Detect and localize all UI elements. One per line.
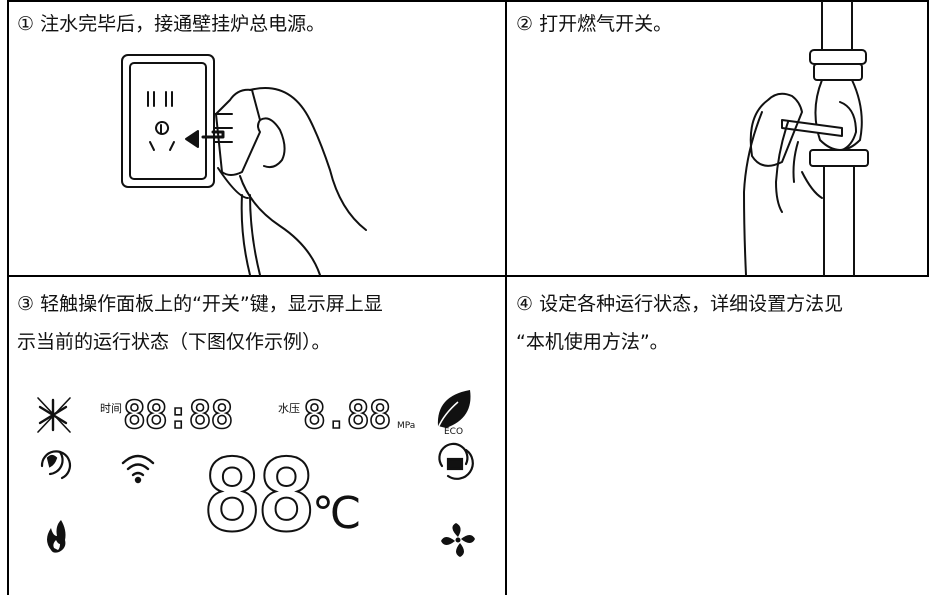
step4-caption-line2: “本机使用方法”。 — [516, 331, 669, 353]
frame-mid-vertical — [505, 0, 507, 595]
gas-valve-illustration — [743, 1, 869, 276]
time-value: 88:88 — [123, 393, 232, 437]
pressure-unit: MPa — [397, 421, 415, 431]
snowflake-crossed-icon — [37, 397, 71, 433]
wifi-icon — [121, 454, 155, 484]
eco-leaf-icon: ECO — [437, 390, 471, 437]
frame-left — [7, 0, 9, 595]
frame-top — [7, 0, 929, 2]
hot-water-icon — [40, 450, 72, 480]
pressure-value: 8.88 — [303, 393, 391, 437]
step3-caption-line1: ③ 轻触操作面板上的“开关”键，显示屏上显 — [17, 293, 383, 315]
step1-caption: ① 注水完毕后，接通壁挂炉总电源。 — [17, 13, 326, 35]
radiator-icon — [438, 442, 474, 480]
lcd-display: 时间 88:88 水压 8.88 MPa ECO 88 ℃ — [37, 390, 475, 557]
temperature-value: 88 — [202, 437, 310, 554]
step4-caption-line1: ④ 设定各种运行状态，详细设置方法见 — [516, 293, 844, 315]
socket-plug-illustration — [121, 54, 367, 276]
frame-mid-horizontal — [7, 275, 929, 277]
step2-caption: ② 打开燃气开关。 — [516, 13, 673, 35]
fan-icon — [441, 523, 475, 557]
time-label: 时间 — [100, 402, 122, 415]
temperature-unit: ℃ — [312, 488, 361, 539]
frame-right — [927, 0, 929, 276]
eco-label: ECO — [444, 427, 463, 437]
step3-caption-line2: 示当前的运行状态（下图仅作示例）。 — [17, 331, 331, 353]
pressure-label: 水压 — [278, 402, 300, 415]
flame-icon — [47, 520, 66, 553]
